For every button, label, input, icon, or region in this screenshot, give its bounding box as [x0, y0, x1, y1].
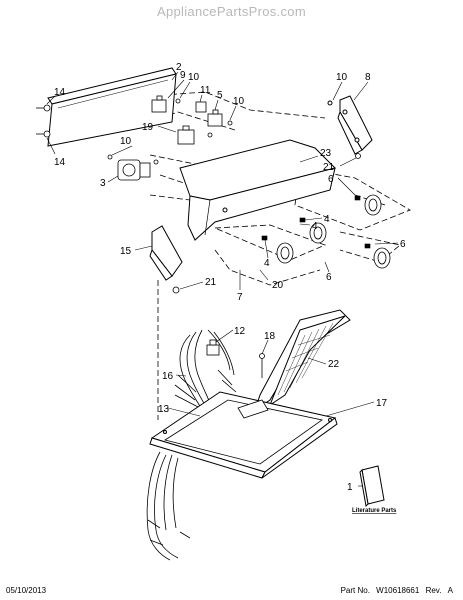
callout-14-bottom: 14 — [54, 157, 66, 168]
callout-4-a: 4 — [324, 214, 330, 225]
timer-part — [107, 154, 159, 181]
footer-date: 05/10/2013 — [6, 586, 47, 595]
callout-13: 13 — [158, 404, 170, 415]
screw-21-part — [172, 153, 361, 294]
callout-1: 1 — [347, 482, 353, 493]
callout-4-b: 4 — [312, 221, 318, 232]
callout-19: 19 — [142, 122, 154, 133]
callout-20: 20 — [272, 280, 284, 291]
watermark: AppliancePartsPros.com — [157, 4, 306, 19]
switch-parts — [151, 95, 233, 145]
callout-3: 3 — [100, 178, 106, 189]
callout-4-c: 4 — [264, 258, 270, 269]
top-panel-part — [149, 391, 338, 479]
callout-5: 5 — [217, 90, 223, 101]
literature-label: Literature Parts — [352, 508, 397, 514]
callout-16: 16 — [162, 371, 174, 382]
callout-22: 22 — [328, 359, 340, 370]
callout-6-right: 6 — [400, 239, 406, 250]
literature-parts — [359, 465, 385, 508]
callout-10-b: 10 — [233, 96, 245, 107]
callout-8: 8 — [365, 72, 371, 83]
screw-part — [36, 104, 51, 138]
callout-9: 9 — [180, 70, 186, 81]
console-part — [179, 139, 336, 241]
callout-10-a: 10 — [188, 72, 200, 83]
part-number-label: Part No. — [340, 586, 370, 595]
callout-14-top: 14 — [54, 87, 66, 98]
callout-numbers: 14 14 2 9 10 11 5 10 10 8 19 10 3 23 21 … — [54, 62, 406, 493]
callout-18: 18 — [264, 331, 276, 342]
knob-parts — [276, 194, 391, 269]
callout-10-c: 10 — [336, 72, 348, 83]
callout-12: 12 — [234, 326, 246, 337]
callout-10-d: 10 — [120, 136, 132, 147]
callout-7: 7 — [237, 292, 243, 303]
rev-value: A — [447, 586, 453, 595]
callout-21-top: 21 — [323, 162, 335, 173]
lint-screen-part — [254, 309, 351, 412]
callout-23: 23 — [320, 148, 332, 159]
rev-label: Rev. — [425, 586, 442, 595]
callout-6-top: 6 — [328, 174, 334, 185]
leader-lines — [46, 71, 399, 487]
callout-21-bottom: 21 — [205, 277, 217, 288]
callout-17: 17 — [376, 398, 388, 409]
callout-6-bottom: 6 — [326, 272, 332, 283]
part-number: W10618661 — [376, 586, 420, 595]
console-end-cap-part — [327, 95, 373, 155]
left-end-cap-part — [149, 225, 183, 281]
connector-part — [206, 339, 220, 356]
callout-2: 2 — [176, 62, 182, 73]
screw-18-part — [259, 353, 265, 378]
callout-11: 11 — [200, 85, 211, 96]
callout-15: 15 — [120, 246, 132, 257]
footer-part-info: Part No. W10618661 Rev. A — [337, 586, 453, 595]
